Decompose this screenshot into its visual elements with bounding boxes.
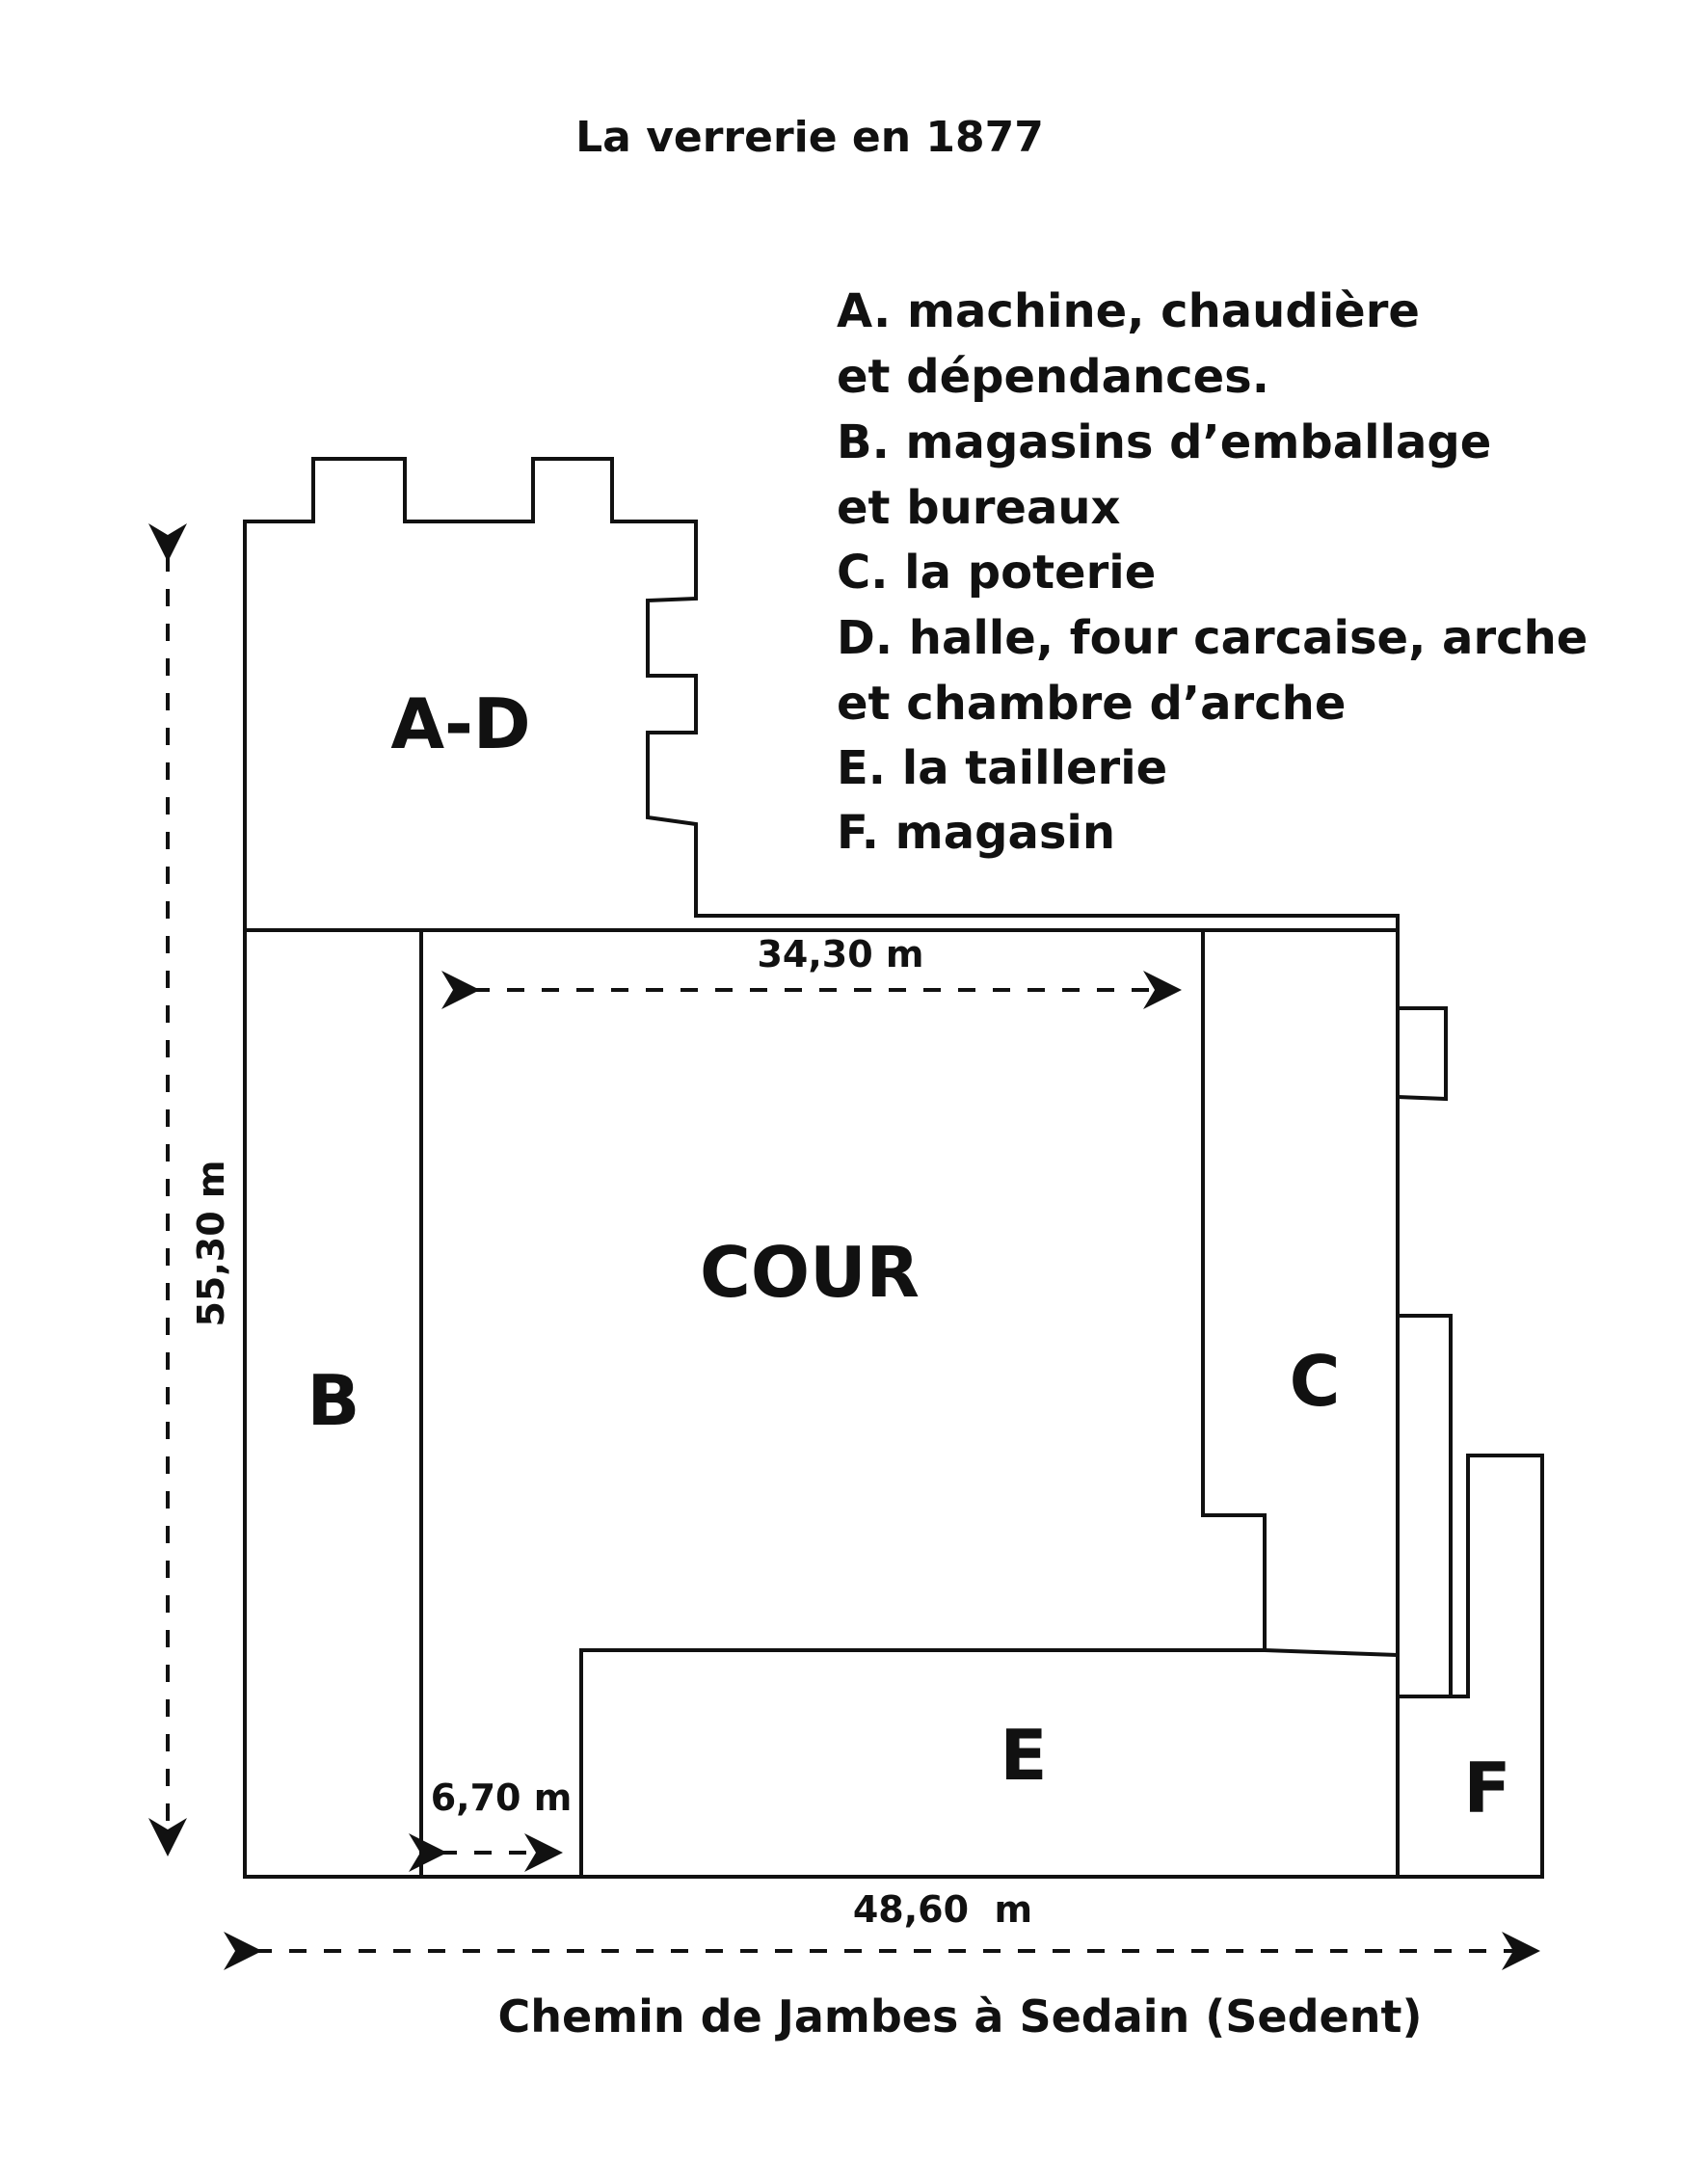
building-e-outline xyxy=(579,1648,1399,1877)
legend-line: A. machine, chaudière xyxy=(837,284,1420,338)
dimension-label-total-width: 48,60 m xyxy=(853,1888,1032,1931)
dimension-label-court-width: 34,30 m xyxy=(757,933,923,975)
zone-label-b: B xyxy=(307,1360,360,1441)
zone-label-ad: A-D xyxy=(390,683,530,764)
zone-label-cour: COUR xyxy=(700,1232,920,1313)
building-f-outline xyxy=(1398,1454,1544,1879)
dimension-label-gap: 6,70 m xyxy=(431,1776,573,1819)
plan-title: La verrerie en 1877 xyxy=(575,113,1044,162)
legend-line: et dépendances. xyxy=(837,350,1269,404)
zone-label-e: E xyxy=(1000,1715,1047,1796)
annex-small xyxy=(1397,1006,1448,1102)
zone-label-f: F xyxy=(1463,1748,1510,1829)
annex-long xyxy=(1398,1314,1453,1698)
road-label: Chemin de Jambes à Sedain (Sedent) xyxy=(497,1990,1422,2043)
legend-line: F. magasin xyxy=(837,806,1115,860)
legend-line: C. la poterie xyxy=(837,546,1156,600)
legend-line: et bureaux xyxy=(837,481,1121,535)
legend-line: B. magasins d’emballage xyxy=(837,415,1491,469)
legend: A. machine, chaudière et dépendances. B.… xyxy=(837,284,1588,860)
zone-label-c: C xyxy=(1290,1341,1341,1422)
dimension-label-height: 55,30 m xyxy=(190,1160,232,1326)
legend-line: et chambre d’arche xyxy=(837,677,1346,731)
site-outline xyxy=(243,928,1400,1879)
legend-line: D. halle, four carcaise, arche xyxy=(837,611,1588,665)
building-ad-outline xyxy=(243,457,1400,932)
building-c-outline xyxy=(1201,930,1267,1650)
legend-line: E. la taillerie xyxy=(837,741,1167,795)
